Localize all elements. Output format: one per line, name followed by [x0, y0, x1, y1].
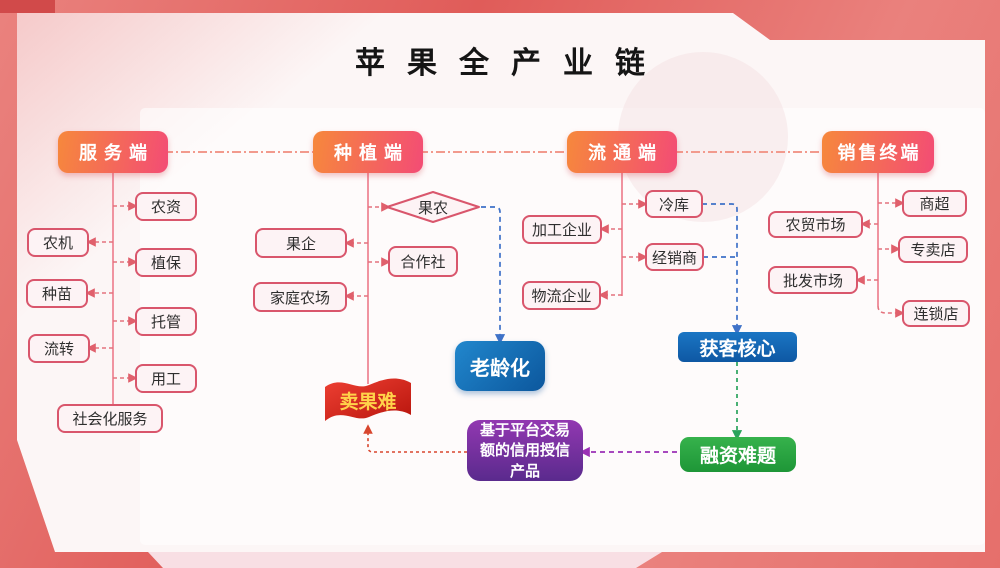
node-wholesale-market: 批发市场 — [768, 266, 858, 294]
flag-shape — [325, 378, 411, 421]
node-labor: 用工 — [135, 364, 197, 393]
red-connector — [363, 424, 467, 453]
node-logistics-company: 物流企业 — [522, 281, 601, 310]
node-farmers-market: 农贸市场 — [768, 211, 863, 238]
node-farm-machinery: 农机 — [27, 228, 89, 257]
header-service: 服务端 — [58, 131, 168, 173]
page-title: 苹果全产业链 — [355, 46, 667, 81]
node-cold-storage: 冷库 — [645, 190, 703, 218]
header-retail-terminal: 销售终端 — [822, 131, 934, 173]
node-processing-company: 加工企业 — [522, 215, 602, 244]
node-customer-acquisition-core: 获客核心 — [678, 332, 797, 362]
node-specialty-store: 专卖店 — [898, 236, 968, 263]
blue-connectors — [481, 203, 743, 345]
node-family-farm: 家庭农场 — [253, 282, 347, 312]
header-planting: 种植端 — [313, 131, 423, 173]
node-fruit-farmer-diamond: 果农 — [385, 190, 481, 224]
node-chain-store: 连锁店 — [902, 300, 970, 327]
node-social-services: 社会化服务 — [57, 404, 163, 433]
node-distributor: 经销商 — [645, 243, 704, 271]
node-trusteeship: 托管 — [135, 307, 197, 336]
node-credit-product: 基于平台交易额的信用授信产品 — [467, 420, 583, 481]
node-aging-problem: 老龄化 — [455, 341, 545, 391]
column-spines — [112, 173, 879, 404]
node-plant-protection: 植保 — [135, 248, 197, 277]
diamond-shape — [386, 191, 480, 223]
node-financing-problem: 融资难题 — [680, 437, 796, 472]
node-supermarket: 商超 — [902, 190, 967, 217]
branch-arrows — [85, 198, 905, 383]
node-seedlings: 种苗 — [26, 279, 88, 308]
flag-label: 卖果难 — [339, 390, 397, 413]
node-land-transfer: 流转 — [28, 334, 90, 363]
node-cooperative: 合作社 — [388, 246, 458, 277]
node-fruit-company: 果企 — [255, 228, 347, 258]
flag-selling-difficulty: 卖果难 — [322, 374, 414, 430]
header-circulation: 流通端 — [567, 131, 677, 173]
corner-accent — [0, 0, 55, 13]
node-farm-supplies: 农资 — [135, 192, 197, 221]
diamond-label: 果农 — [417, 198, 448, 217]
